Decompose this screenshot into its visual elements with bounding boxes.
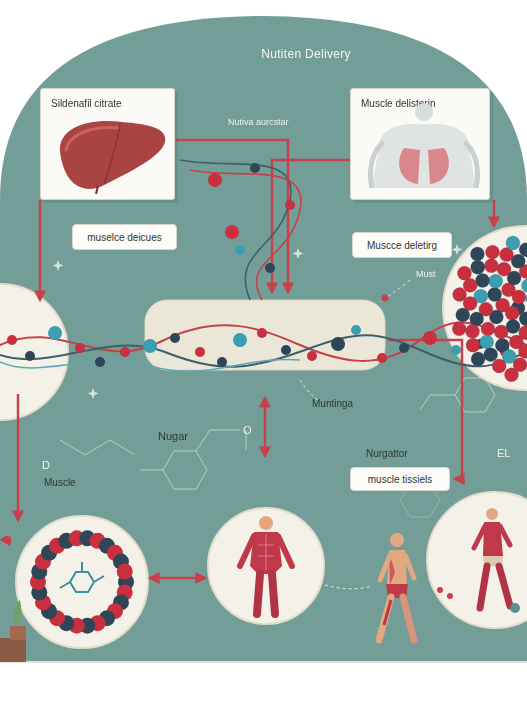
diagram-label: Nutiva aurcstar [228, 118, 289, 128]
diagram-label: O [243, 424, 252, 436]
anatomy-figure [240, 516, 292, 614]
diagram-label: Muscle [44, 477, 76, 488]
muscle-figure [474, 508, 520, 613]
node-text: muscle tissiels [368, 474, 432, 485]
node-text: Muscle delisterin [361, 98, 479, 109]
diagram-label: EL [497, 447, 510, 459]
image-card: Muscle delisterin [350, 88, 490, 200]
diagram-label: Nugar [158, 430, 188, 442]
node-text: muselce deicues [87, 232, 161, 243]
diagram-label: D [42, 459, 50, 471]
walking-figure [379, 533, 414, 640]
diagram-title: Nutiten Delivery [196, 47, 416, 61]
diagram-label: Nurgattor [366, 448, 408, 459]
diagram-label: Must [416, 270, 436, 280]
node-text: Sildenafil citrate [51, 98, 164, 109]
image-card: Sildenafil citrate [40, 88, 175, 200]
node-text: Muscce deletirg [367, 240, 437, 251]
diagram-label: Muntinga [312, 398, 353, 409]
text-box: Muscce deletirg [352, 232, 452, 258]
text-box: muselce deicues [72, 224, 177, 250]
text-box: muscle tissiels [350, 467, 450, 491]
